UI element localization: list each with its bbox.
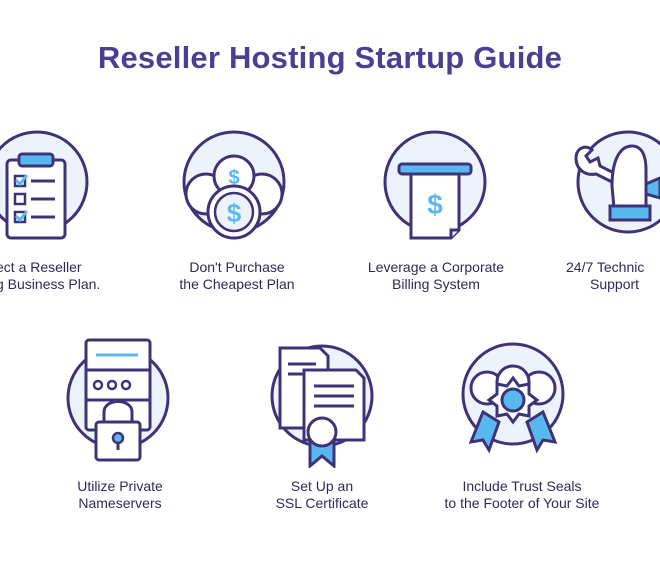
certificate-ribbon-icon [270,344,374,468]
coins-dollar-icon: $ $ [182,130,286,240]
page-title: Reseller Hosting Startup Guide [97,40,563,75]
wrench-hand-icon [574,130,660,234]
trust-seal-badge-icon [461,342,565,454]
clipboard-checklist-icon [0,130,89,240]
svg-text:$: $ [228,167,239,189]
server-lock-icon [66,338,170,462]
svg-text:$: $ [227,198,242,228]
invoice-dollar-icon: $ [383,130,487,240]
svg-text:$: $ [427,189,443,220]
